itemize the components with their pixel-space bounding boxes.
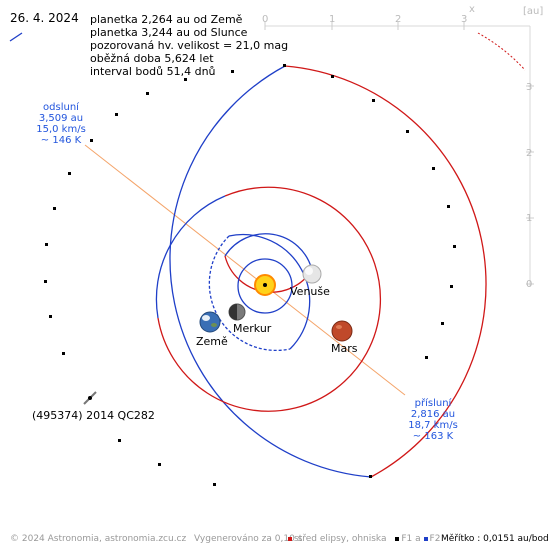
mars-label: Mars (331, 342, 358, 355)
x-tick-2: 2 (395, 14, 402, 25)
outer-orbit-fragment-blue (9, 32, 23, 42)
mars-icon (331, 320, 353, 342)
info-line-2: planetka 3,244 au od Slunce (90, 26, 248, 39)
mercury-label: Merkur (233, 322, 272, 335)
earth-icon (199, 311, 221, 333)
aphelion-speed: 15,0 km/s (36, 124, 86, 135)
orbit-points (44, 64, 456, 486)
unit-label: [au] (523, 6, 544, 17)
venus-icon (302, 264, 322, 284)
info-line-5: interval bodů 51,4 dnů (90, 65, 216, 78)
info-line-1: planetka 2,264 au od Země (90, 13, 243, 26)
scale-label: Měřítko : 0,0151 au/bod (441, 534, 549, 544)
asteroid-marker-icon (83, 391, 97, 405)
x-tick-0: 0 (262, 14, 269, 25)
info-line-3: pozorovaná hv. velikost = 21,0 mag (90, 39, 289, 52)
perihelion-speed: 18,7 km/s (408, 420, 458, 431)
copyright: © 2024 Astronomia, astronomia.zcu.cz (10, 534, 187, 544)
x-tick-1: 1 (329, 14, 336, 25)
perihelion-temp: ~ 163 K (412, 431, 454, 442)
legend-f2: F2 (429, 534, 441, 544)
earth-label: Země (196, 335, 228, 348)
aphelion-title: odsluní (43, 102, 79, 113)
mercury-icon (228, 303, 246, 321)
f1-dot-icon (395, 536, 400, 541)
aphelion-distance: 3,509 au (38, 113, 84, 124)
legend-center: střed elipsy, ohniska (294, 534, 387, 544)
perihelion-info: přísluní 2,816 au 18,7 km/s ~ 163 K (405, 398, 461, 442)
sun-icon (254, 274, 276, 296)
perihelion-distance: 2,816 au (410, 409, 456, 420)
aphelion-info: odsluní 3,509 au 15,0 km/s ~ 146 K (36, 102, 86, 146)
outer-orbit-fragment (477, 32, 526, 71)
info-line-4: oběžná doba 5,624 let (90, 52, 214, 65)
legend-and: a (415, 534, 421, 544)
asteroid-orbit-red (284, 65, 487, 478)
mars-orbit-red (157, 186, 382, 412)
x-tick-3: 3 (461, 14, 468, 25)
perihelion-title: přísluní (414, 398, 452, 409)
object-label: (495374) 2014 QC282 (32, 409, 155, 422)
mars-orbit-blue (155, 195, 226, 319)
asteroid-orbit-blue (169, 65, 372, 478)
venus-label: Venuše (290, 285, 330, 298)
scale-text: Měřítko : 0,0151 au/bod (441, 534, 549, 544)
mercury-orbit (237, 258, 293, 314)
y-tick-0: 0 (526, 279, 533, 290)
legend: střed elipsy, ohniska F1 a F2 (288, 534, 440, 544)
aphelion-temp: ~ 146 K (40, 135, 82, 146)
date-label: 26. 4. 2024 (10, 11, 79, 25)
y-tick-2: 2 (526, 148, 533, 159)
y-tick-3: 3 (526, 82, 533, 93)
y-tick-1: 1 (526, 213, 533, 224)
x-axis-label: x (469, 4, 475, 15)
center-dot-icon (288, 536, 292, 541)
apsis-line (84, 144, 406, 396)
f2-dot-icon (423, 536, 428, 541)
axes (264, 22, 534, 286)
render-time: Vygenerováno za 0,10 s (194, 534, 303, 544)
venus-orbit-blue (224, 233, 313, 271)
legend-f1: F1 (401, 534, 413, 544)
